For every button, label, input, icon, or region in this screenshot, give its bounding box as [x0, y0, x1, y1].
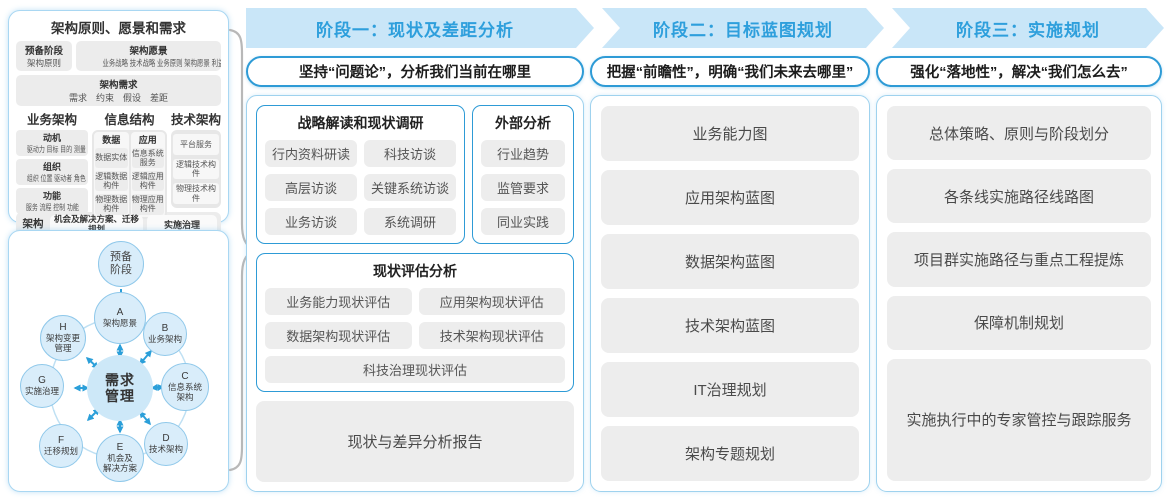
phase2-subtitle: 把握“前瞻性”，明确“我们未来去哪里” [590, 56, 870, 87]
information-panel: 数据 数据实体逻辑数据构件物理数据构件 应用 信息系统服务逻辑应用构件物理应用构… [92, 130, 167, 220]
phase1-subtitle: 坚持“问题论”，分析我们当前在哪里 [246, 56, 584, 87]
phase2-deliverable: 架构专题规划 [601, 426, 859, 481]
phase1-content: 战略解读和现状调研 行内资料研读科技访谈高层访谈关键系统访谈业务访谈系统调研 外… [246, 95, 584, 492]
strategy-survey-group: 战略解读和现状调研 行内资料研读科技访谈高层访谈关键系统访谈业务访谈系统调研 [256, 105, 465, 244]
phase3-band: 阶段三：实施规划 [892, 8, 1164, 48]
evaluation-chip: 应用架构现状评估 [418, 288, 565, 315]
function-line: 服务 流程 控制 功能 [25, 203, 79, 212]
function-title: 功能 [42, 191, 61, 201]
survey-chip: 关键系统访谈 [364, 174, 456, 201]
technology-architecture-column: 技术架构 平台服务逻辑技术构件物理技术构件 [171, 109, 221, 208]
business-architecture-column: 业务架构 动机 驱动力 目标 目的 测量 组织 组织 位置 驱动者 角色 功能 … [16, 109, 88, 214]
survey-chip: 系统调研 [364, 208, 456, 235]
evaluation-chip: 科技治理现状评估 [265, 356, 565, 383]
phase1-top-row: 战略解读和现状调研 行内资料研读科技访谈高层访谈关键系统访谈业务访谈系统调研 外… [256, 105, 574, 244]
current-state-evaluation-title: 现状评估分析 [373, 263, 457, 279]
technology-item: 逻辑技术构件 [173, 158, 219, 180]
phase3-deliverable: 总体策略、原则与阶段划分 [887, 106, 1151, 161]
phase3-subtitle: 强化“落地性”，解决“我们怎么去” [876, 56, 1162, 87]
vision-box: 架构愿景 业务战略 技术战略 业务原则 架构愿景 利益相关者 [76, 41, 221, 71]
evaluation-chip: 数据架构现状评估 [265, 322, 412, 349]
gap-analysis-report-box: 现状与差异分析报告 [256, 401, 574, 482]
technology-item: 平台服务 [173, 134, 219, 155]
phase2-content: 业务能力图应用架构蓝图数据架构蓝图技术架构蓝图 IT治理规划架构专题规划 [590, 95, 870, 492]
vision-title: 架构愿景 [129, 46, 168, 57]
prep-stage-box: 预备阶段 架构原则 [16, 41, 72, 71]
business-architecture-header: 业务架构 [26, 113, 77, 127]
information-structure-header: 信息结构 [104, 113, 155, 127]
data-item: 数据实体 [95, 147, 128, 168]
architecture-principles-panel: 架构原则、愿景和需求 预备阶段 架构原则 架构愿景 业务战略 技术战略 业务原则… [8, 10, 229, 249]
information-structure-column: 信息结构 数据 数据实体逻辑数据构件物理数据构件 应用 信息系统服务逻辑应用构件… [92, 109, 167, 220]
phase3-content: 总体策略、原则与阶段划分各条线实施路径线路图项目群实施路径与重点工程提炼保障机制… [876, 95, 1162, 492]
prep-stage-subtitle: 架构原则 [26, 58, 61, 68]
spoke-d [139, 410, 151, 426]
phase3-deliverable: 项目群实施路径与重点工程提炼 [887, 232, 1151, 287]
requirements-title: 架构需求 [99, 80, 138, 91]
application-subcolumn-title: 应用 [138, 135, 157, 145]
organization-title: 组织 [42, 162, 61, 172]
external-analysis-group: 外部分析 行业趋势监管要求同业实践 [472, 105, 574, 244]
phase2-deliverable: 技术架构蓝图 [601, 298, 859, 353]
external-chip: 同业实践 [481, 208, 565, 235]
current-state-evaluation-group: 现状评估分析 业务能力现状评估应用架构现状评估数据架构现状评估技术架构现状评估科… [256, 253, 574, 392]
opportunities-title: 机会及解决方案、迁移规划 [54, 214, 140, 234]
survey-chip: 科技访谈 [364, 140, 456, 167]
phase3-deliverable: 实施执行中的专家管控与跟踪服务 [887, 358, 1151, 481]
phase2-deliverable: 应用架构蓝图 [601, 170, 859, 225]
application-subcolumn: 应用 信息系统服务逻辑应用构件物理应用构件 [130, 132, 165, 218]
survey-chip: 高层访谈 [265, 174, 357, 201]
vision-items: 业务战略 技术战略 业务原则 架构愿景 利益相关者 [102, 58, 221, 68]
data-subcolumn-title: 数据 [102, 135, 121, 145]
phase2-deliverable: IT治理规划 [601, 362, 859, 417]
evaluation-chip: 业务能力现状评估 [265, 288, 412, 315]
survey-chip: 业务访谈 [265, 208, 357, 235]
data-subcolumn: 数据 数据实体逻辑数据构件物理数据构件 [94, 132, 129, 218]
evaluation-chip: 技术架构现状评估 [418, 322, 565, 349]
phase3-deliverable: 各条线实施路径线路图 [887, 169, 1151, 224]
requirements-box: 架构需求 需求 约束 假设 差距 [16, 75, 221, 106]
motivation-line: 驱动力 目标 目的 测量 [26, 145, 86, 154]
external-chip: 监管要求 [481, 174, 565, 201]
panel-title: 架构原则、愿景和需求 [51, 21, 186, 36]
application-item: 物理应用构件 [131, 194, 164, 215]
phase2-deliverable: 数据架构蓝图 [601, 234, 859, 289]
motivation-title: 动机 [42, 133, 61, 143]
technology-architecture-header: 技术架构 [171, 113, 222, 127]
external-chip: 行业趋势 [481, 140, 565, 167]
strategy-survey-title: 战略解读和现状调研 [297, 115, 424, 131]
requirements-items: 需求 约束 假设 差距 [68, 93, 168, 103]
adm-center-circle: 需求 管理 [87, 355, 153, 421]
phase2-deliverable: 业务能力图 [601, 106, 859, 161]
data-item: 逻辑数据构件 [95, 170, 128, 192]
governance-title: 实施治理 [164, 219, 201, 230]
phase1-band: 阶段一：现状及差距分析 [246, 8, 594, 48]
adm-prep-circle: 预备 阶段 [98, 241, 144, 287]
phase3-deliverable: 保障机制规划 [887, 295, 1151, 350]
technology-item: 物理技术构件 [173, 183, 219, 205]
prep-stage-title: 预备阶段 [24, 46, 63, 57]
survey-chip: 行内资料研读 [265, 140, 357, 167]
application-item: 逻辑应用构件 [131, 170, 164, 192]
prep-vision-row: 预备阶段 架构原则 架构愿景 业务战略 技术战略 业务原则 架构愿景 利益相关者 [16, 41, 221, 71]
function-box: 功能 服务 流程 控制 功能 [16, 188, 88, 214]
organization-box: 组织 组织 位置 驱动者 角色 [16, 159, 88, 185]
data-item: 物理数据构件 [95, 194, 128, 215]
application-item: 信息系统服务 [131, 147, 164, 168]
spoke-b [139, 349, 152, 366]
architecture-columns: 业务架构 动机 驱动力 目标 目的 测量 组织 组织 位置 驱动者 角色 功能 … [16, 109, 221, 220]
phase2-band: 阶段二：目标蓝图规划 [602, 8, 884, 48]
external-analysis-title: 外部分析 [495, 115, 551, 131]
organization-line: 组织 位置 驱动者 角色 [26, 174, 86, 183]
motivation-box: 动机 驱动力 目标 目的 测量 [16, 130, 88, 156]
